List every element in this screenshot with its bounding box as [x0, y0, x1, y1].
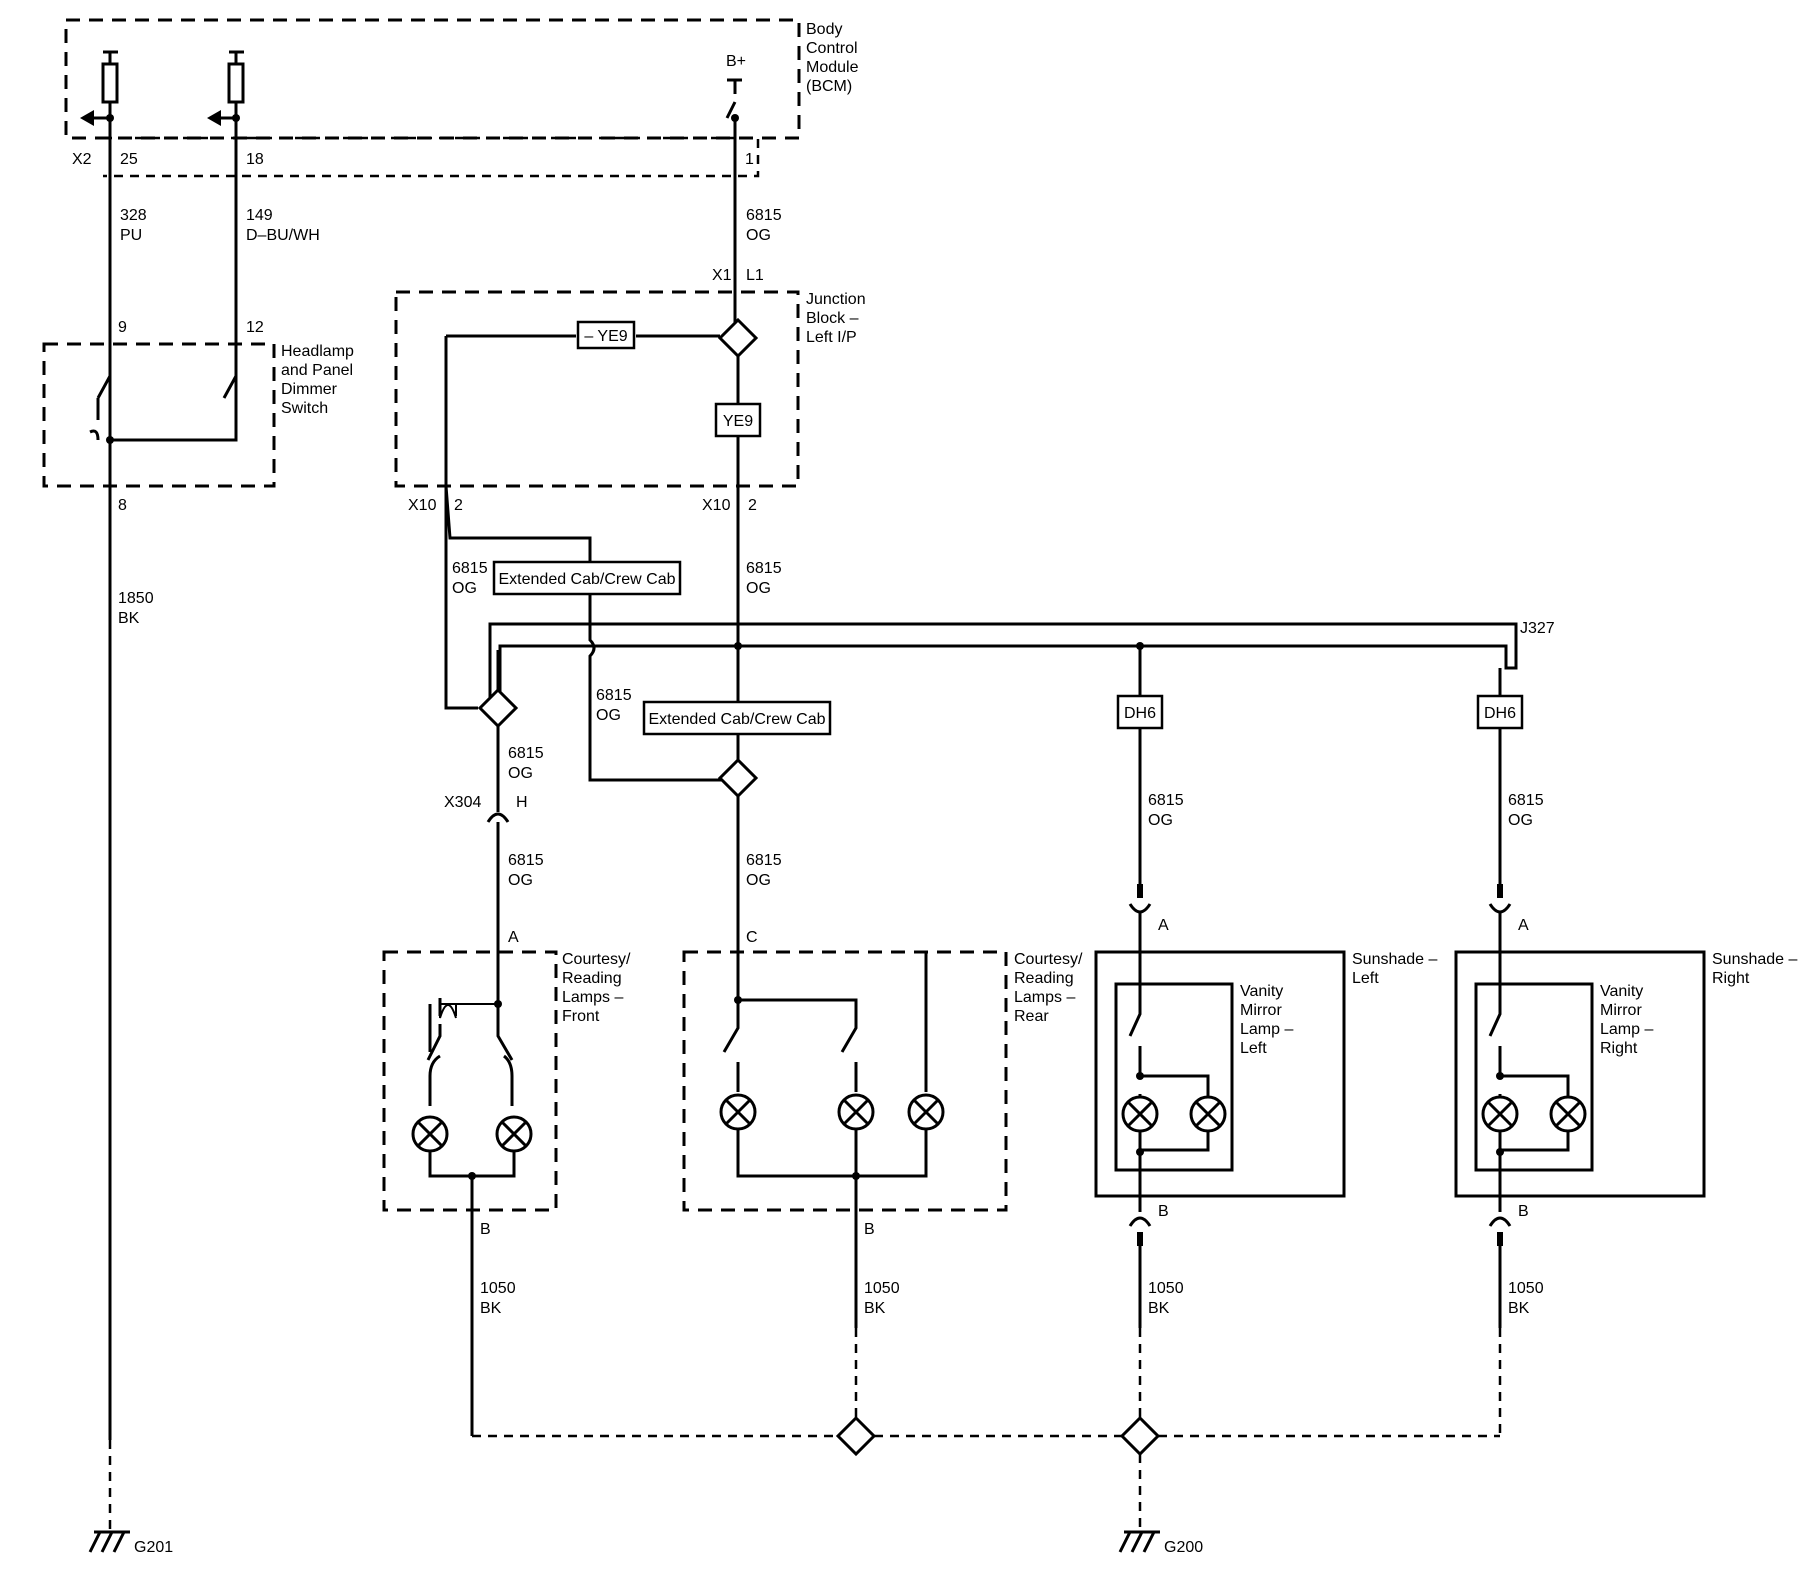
- connector-sunR-b-icon: [1488, 1216, 1512, 1246]
- wire-6815-rear-number: 6815: [746, 852, 782, 869]
- sunshade-right-label: Sunshade –Right: [1712, 951, 1798, 987]
- wire-6815-rear-color: OG: [746, 872, 771, 889]
- wire-1050-rear-number: 1050: [864, 1280, 900, 1297]
- wire-328-number: 328: [120, 207, 147, 224]
- wire-149-color: D–BU/WH: [246, 227, 320, 244]
- ext-cab-label-2: Extended Cab/Crew Cab: [649, 711, 826, 728]
- pin-sunR-b: B: [1518, 1203, 1529, 1220]
- ext-cab-label-1: Extended Cab/Crew Cab: [499, 571, 676, 588]
- pin-sunL-a: A: [1158, 917, 1169, 934]
- wire-1050-sunR-number: 1050: [1508, 1280, 1544, 1297]
- wire-6815-sunR-color: OG: [1508, 812, 1533, 829]
- wire-6815-front-up-number: 6815: [508, 745, 544, 762]
- dh6-right-label: DH6: [1484, 705, 1516, 722]
- pin-9: 9: [118, 319, 127, 336]
- wire-6815-x10l-number: 6815: [452, 560, 488, 577]
- g200-label: G200: [1164, 1539, 1203, 1556]
- dh6-left-label: DH6: [1124, 705, 1156, 722]
- x10-left-pin: 2: [454, 497, 463, 514]
- pin-1: 1: [745, 151, 754, 168]
- wire-6815-sunL-number: 6815: [1148, 792, 1184, 809]
- wire-1050-rear-color: BK: [864, 1300, 886, 1317]
- sunshade-left-label: Sunshade –Left: [1352, 951, 1438, 987]
- bplus-label: B+: [726, 53, 746, 70]
- x10-left-label: X10: [408, 497, 437, 514]
- pin-8: 8: [118, 497, 127, 514]
- ground-splice-2: [1119, 1415, 1161, 1457]
- ye9-option: YE9: [723, 413, 753, 430]
- wire-6815-x10r-number: 6815: [746, 560, 782, 577]
- pin-18: 18: [246, 151, 264, 168]
- wire-6815-front-dn-color: OG: [508, 872, 533, 889]
- wire-6815-sunL-color: OG: [1148, 812, 1173, 829]
- ground-g201-icon: [88, 1530, 130, 1553]
- junction-block-splice: [717, 317, 759, 359]
- pin-rear-b: B: [864, 1221, 875, 1238]
- wire-6815-front-dn-number: 6815: [508, 852, 544, 869]
- wire-1050-front-number: 1050: [480, 1280, 516, 1297]
- wire-6815-cross-color: OG: [596, 707, 621, 724]
- wire-6815-x10r-color: OG: [746, 580, 771, 597]
- connector-sunR-a-icon: [1488, 884, 1512, 914]
- wire-1850-number: 1850: [118, 590, 154, 607]
- x304-pin: H: [516, 794, 528, 811]
- wire-328-color: PU: [120, 227, 142, 244]
- pin-front-a: A: [508, 929, 519, 946]
- j327-bus: J327: [488, 620, 1555, 702]
- ground-splice-1: [835, 1415, 877, 1457]
- pin-front-b: B: [480, 1221, 491, 1238]
- splice-front: [477, 687, 519, 729]
- ext-cab-option-2: [642, 700, 832, 736]
- x2-label: X2: [72, 151, 92, 168]
- wire-6815-x10l-color: OG: [452, 580, 477, 597]
- dh6-right-option: [1476, 694, 1524, 730]
- splice-rear: [717, 757, 759, 799]
- ye9-not-option: – YE9: [584, 328, 627, 345]
- pin-25: 25: [120, 151, 138, 168]
- pin-rear-c: C: [746, 929, 758, 946]
- ground-g200-icon: [1118, 1530, 1160, 1553]
- wire-1850-color: BK: [118, 610, 140, 627]
- x304-label: X304: [444, 794, 481, 811]
- wire-149-number: 149: [246, 207, 273, 224]
- pin-sunR-a: A: [1518, 917, 1529, 934]
- wire-6815-top-color: OG: [746, 227, 771, 244]
- connector-x304-icon: [486, 812, 510, 823]
- wire-6815-cross-number: 6815: [596, 687, 632, 704]
- pin-sunL-b: B: [1158, 1203, 1169, 1220]
- connector-sunL-a-icon: [1128, 884, 1152, 914]
- x10-right-label: X10: [702, 497, 731, 514]
- x10-right-pin: 2: [748, 497, 757, 514]
- x1-label: X1: [712, 267, 732, 284]
- wire-1050-sunR-color: BK: [1508, 1300, 1530, 1317]
- l1-label: L1: [746, 267, 764, 284]
- wire-6815-sunR-number: 6815: [1508, 792, 1544, 809]
- wire-1050-front-color: BK: [480, 1300, 502, 1317]
- connector-sunL-b-icon: [1128, 1216, 1152, 1246]
- pin-12: 12: [246, 319, 264, 336]
- wire-6815-top-number: 6815: [746, 207, 782, 224]
- j327-label: J327: [1520, 620, 1555, 637]
- wire-1050-sunL-number: 1050: [1148, 1280, 1184, 1297]
- wire-6815-front-up-color: OG: [508, 765, 533, 782]
- wire-1050-sunL-color: BK: [1148, 1300, 1170, 1317]
- ext-cab-option-1: [492, 560, 682, 596]
- g201-label: G201: [134, 1539, 173, 1556]
